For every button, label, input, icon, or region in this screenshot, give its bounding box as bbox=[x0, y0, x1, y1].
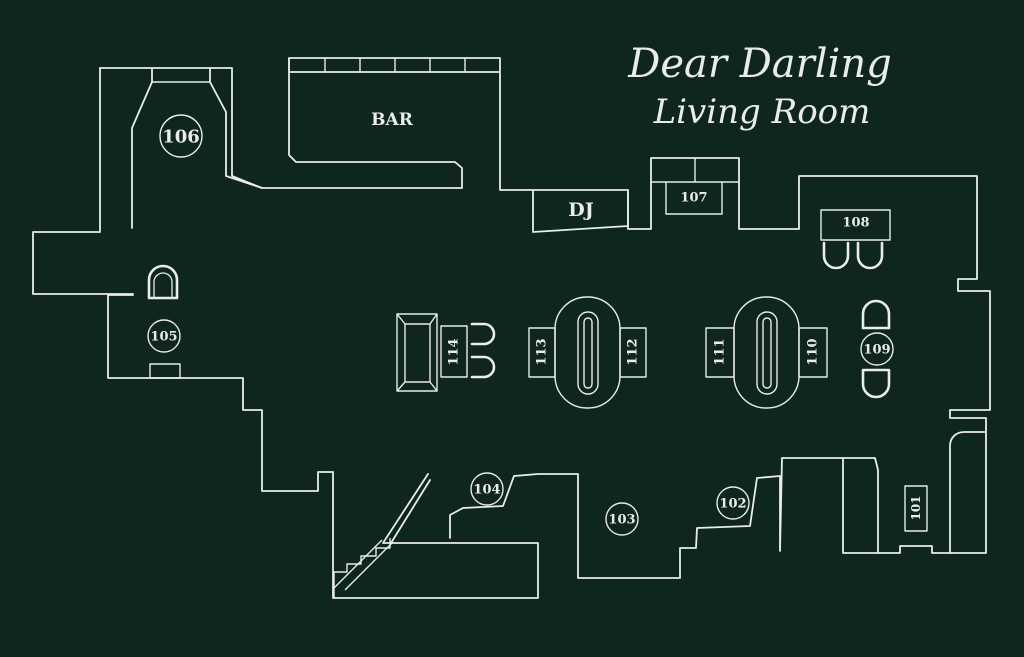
table-number-109: 109 bbox=[863, 343, 890, 358]
table-114-frame bbox=[440, 325, 468, 378]
title-line-2: Living Room bbox=[653, 92, 871, 132]
seat-113 bbox=[528, 327, 556, 378]
chair-icon bbox=[861, 299, 891, 399]
table-marker-105[interactable]: 105 bbox=[147, 319, 181, 353]
table-center-110-111 bbox=[762, 317, 772, 389]
round-table-112-113 bbox=[554, 296, 621, 409]
staircase bbox=[333, 538, 394, 598]
table-center-112-113 bbox=[583, 317, 593, 389]
table-number-105: 105 bbox=[150, 330, 177, 345]
table-top-110-111 bbox=[756, 311, 778, 395]
table-number-112[interactable]: 112 bbox=[626, 338, 641, 365]
table-number-111[interactable]: 111 bbox=[713, 338, 728, 365]
chair-icon bbox=[147, 264, 179, 300]
table-number-104: 104 bbox=[473, 483, 500, 498]
table-number-101[interactable]: 101 bbox=[909, 495, 923, 520]
seat-112 bbox=[619, 327, 647, 378]
table-number-107[interactable]: 107 bbox=[680, 191, 707, 206]
chair-icon bbox=[470, 322, 496, 379]
round-table-110-111 bbox=[733, 296, 800, 409]
corner-nook bbox=[131, 67, 263, 229]
bar-top-bench bbox=[152, 58, 466, 83]
sofa-cushion bbox=[396, 313, 438, 392]
dj-booth bbox=[532, 189, 629, 233]
chair-icon bbox=[822, 241, 884, 270]
bar-label: BAR bbox=[371, 110, 414, 130]
seat-110 bbox=[798, 327, 828, 378]
dj-label: DJ bbox=[568, 199, 593, 221]
table-number-102: 102 bbox=[719, 497, 746, 512]
table-number-114[interactable]: 114 bbox=[447, 338, 462, 365]
table-marker-102[interactable]: 102 bbox=[716, 486, 750, 520]
table-101-frame bbox=[904, 485, 928, 532]
seat-111 bbox=[705, 327, 735, 378]
outer-wall bbox=[32, 57, 991, 599]
booth-107 bbox=[651, 158, 739, 215]
table-marker-109[interactable]: 109 bbox=[860, 332, 894, 366]
sofa-114 bbox=[396, 313, 438, 392]
table-marker-106[interactable]: 106 bbox=[159, 114, 203, 158]
table-number-110[interactable]: 110 bbox=[806, 338, 821, 365]
table-marker-103[interactable]: 103 bbox=[605, 502, 639, 536]
corner-101 bbox=[842, 457, 879, 554]
table-number-113[interactable]: 113 bbox=[535, 338, 550, 365]
title-line-1: Dear Darling bbox=[627, 41, 891, 87]
table-number-108[interactable]: 108 bbox=[842, 216, 869, 231]
right-bench bbox=[949, 431, 987, 554]
left-upper-wall bbox=[99, 67, 463, 189]
table-105-frame bbox=[149, 363, 181, 379]
table-marker-104[interactable]: 104 bbox=[470, 472, 504, 506]
table-number-106: 106 bbox=[162, 127, 200, 148]
table-number-103: 103 bbox=[608, 513, 635, 528]
table-top-112-113 bbox=[577, 311, 599, 395]
table-108 bbox=[820, 209, 891, 241]
